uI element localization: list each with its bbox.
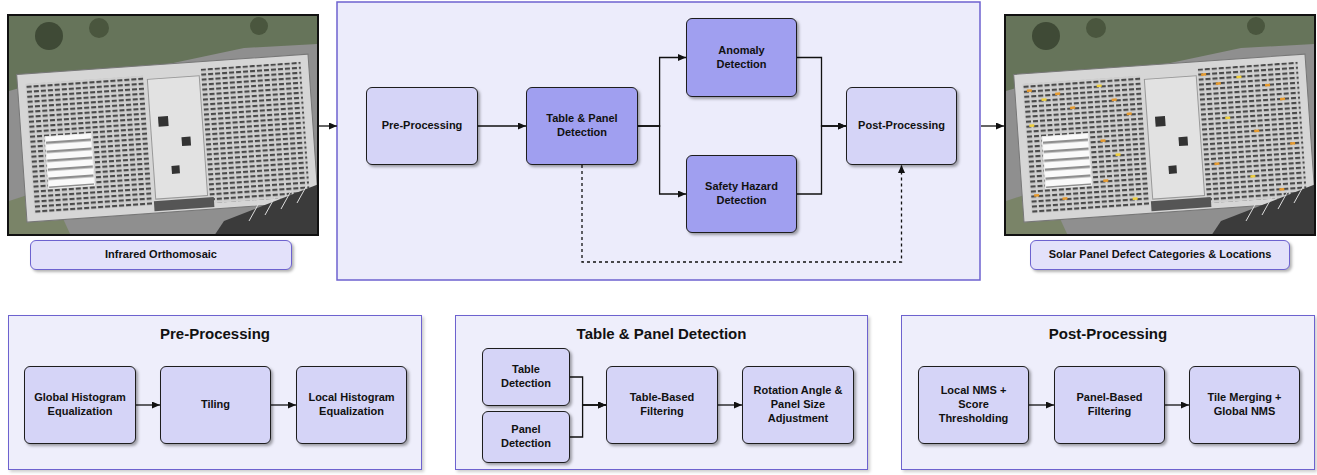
connector-arrow — [1165, 404, 1189, 405]
illustration-part — [1236, 76, 1241, 79]
illustration-part — [1201, 73, 1206, 76]
box-label: Solar Panel Defect Categories & Location… — [1043, 248, 1278, 262]
illustration-part — [1027, 89, 1032, 92]
box-label: Pre-Processing — [376, 119, 469, 133]
illustration-part — [1029, 124, 1034, 127]
box-label: Rotation Angle & Panel Size Adjustment — [743, 384, 853, 425]
box-label: Local Histogram Equalization — [297, 391, 406, 419]
illustration-part — [1070, 106, 1075, 109]
connector-arrow — [478, 125, 526, 126]
illustration-part — [1112, 98, 1117, 101]
process-box: Post-Processing — [846, 87, 957, 165]
panel-fill — [455, 315, 868, 470]
illustration-part — [1216, 82, 1221, 85]
step-box: Global Histogram Equalization — [24, 366, 136, 444]
step-box: Panel-Based Filtering — [1054, 366, 1165, 444]
box-label: Anomaly Detection — [687, 44, 796, 72]
illustration-part — [1279, 188, 1284, 191]
box-label: Safety Hazard Detection — [687, 180, 796, 208]
panel-fill — [901, 315, 1314, 470]
detail-panel: Post-ProcessingLocal NMS + Score Thresho… — [901, 315, 1315, 470]
box-label: Local NMS + Score Thresholding — [919, 384, 1028, 425]
pipeline-panel — [337, 2, 980, 280]
step-box: Tile Merging + Global NMS — [1189, 366, 1300, 444]
illustration-part — [1041, 98, 1046, 101]
illustration-part — [1100, 139, 1105, 142]
result-image — [1006, 16, 1314, 234]
step-box: Tiling — [160, 366, 271, 444]
illustration-part — [1225, 116, 1230, 119]
illustration-part — [1103, 179, 1108, 182]
step-box: Table Detection — [482, 348, 570, 406]
illustration-part — [1265, 84, 1270, 87]
detail-panel: Pre-ProcessingGlobal Histogram Equalizat… — [8, 315, 422, 470]
connector-arrow — [797, 126, 846, 194]
process-box: Table & Panel Detection — [526, 87, 638, 165]
connector-arrow — [718, 404, 742, 405]
detail-panel: Table & Panel DetectionTable DetectionPa… — [455, 315, 868, 470]
illustration-part — [1006, 16, 1314, 234]
image-frame — [8, 15, 318, 235]
process-box: Pre-Processing — [366, 87, 478, 165]
illustration-part — [1115, 153, 1120, 156]
connector-arrow — [638, 58, 686, 127]
illustration-part — [1062, 197, 1067, 200]
illustration-part — [1133, 197, 1138, 200]
step-box: Rotation Angle & Panel Size Adjustment — [742, 366, 854, 444]
connector-arrow — [136, 404, 160, 405]
process-box: Safety Hazard Detection — [686, 155, 797, 233]
step-box: Table-Based Filtering — [606, 366, 718, 444]
connector-arrow — [797, 58, 846, 127]
flow-arrow — [319, 125, 337, 126]
box-label: Tile Merging + Global NMS — [1190, 391, 1299, 419]
box-label: Tiling — [195, 398, 236, 412]
box-label: Panel Detection — [483, 423, 569, 451]
illustration-part — [1034, 194, 1039, 197]
box-label: Global Histogram Equalization — [25, 391, 135, 419]
connector-arrow — [271, 404, 296, 405]
connector-arrow — [570, 377, 606, 405]
illustration-part — [1097, 84, 1102, 87]
illustration-part — [1290, 142, 1295, 145]
illustration-part — [1254, 130, 1259, 133]
connector-arrow — [1029, 404, 1054, 405]
illustration-part — [1127, 112, 1132, 115]
panel-fill — [8, 315, 422, 470]
connector-arrow — [638, 126, 686, 194]
box-label: Post-Processing — [852, 119, 951, 133]
connector-arrow — [570, 405, 606, 437]
illustration-part — [1250, 175, 1255, 178]
panel-title: Post-Processing — [902, 316, 1314, 344]
flow-arrow — [981, 125, 1004, 126]
process-box: Anomaly Detection — [686, 18, 797, 97]
box-label: Panel-Based Filtering — [1055, 391, 1164, 419]
panel-title: Table & Panel Detection — [456, 316, 867, 344]
panel-title: Pre-Processing — [9, 316, 421, 344]
box-label: Table & Panel Detection — [527, 112, 637, 140]
box-label: Table-Based Filtering — [607, 391, 717, 419]
defect-marks — [1026, 67, 1298, 208]
image-frame — [1005, 15, 1315, 235]
step-box: Local Histogram Equalization — [296, 366, 407, 444]
infrared-image — [9, 16, 317, 234]
caption-box: Infrared Orthomosaic — [30, 240, 292, 270]
caption-box: Solar Panel Defect Categories & Location… — [1030, 240, 1290, 270]
box-label: Infrared Orthomosaic — [99, 248, 223, 262]
box-label: Table Detection — [483, 363, 569, 391]
illustration-part — [9, 16, 317, 234]
illustration-part — [1055, 92, 1060, 95]
step-box: Local NMS + Score Thresholding — [918, 366, 1029, 444]
illustration-part — [1280, 98, 1285, 101]
step-box: Panel Detection — [482, 411, 570, 463]
illustration-part — [1214, 162, 1219, 165]
